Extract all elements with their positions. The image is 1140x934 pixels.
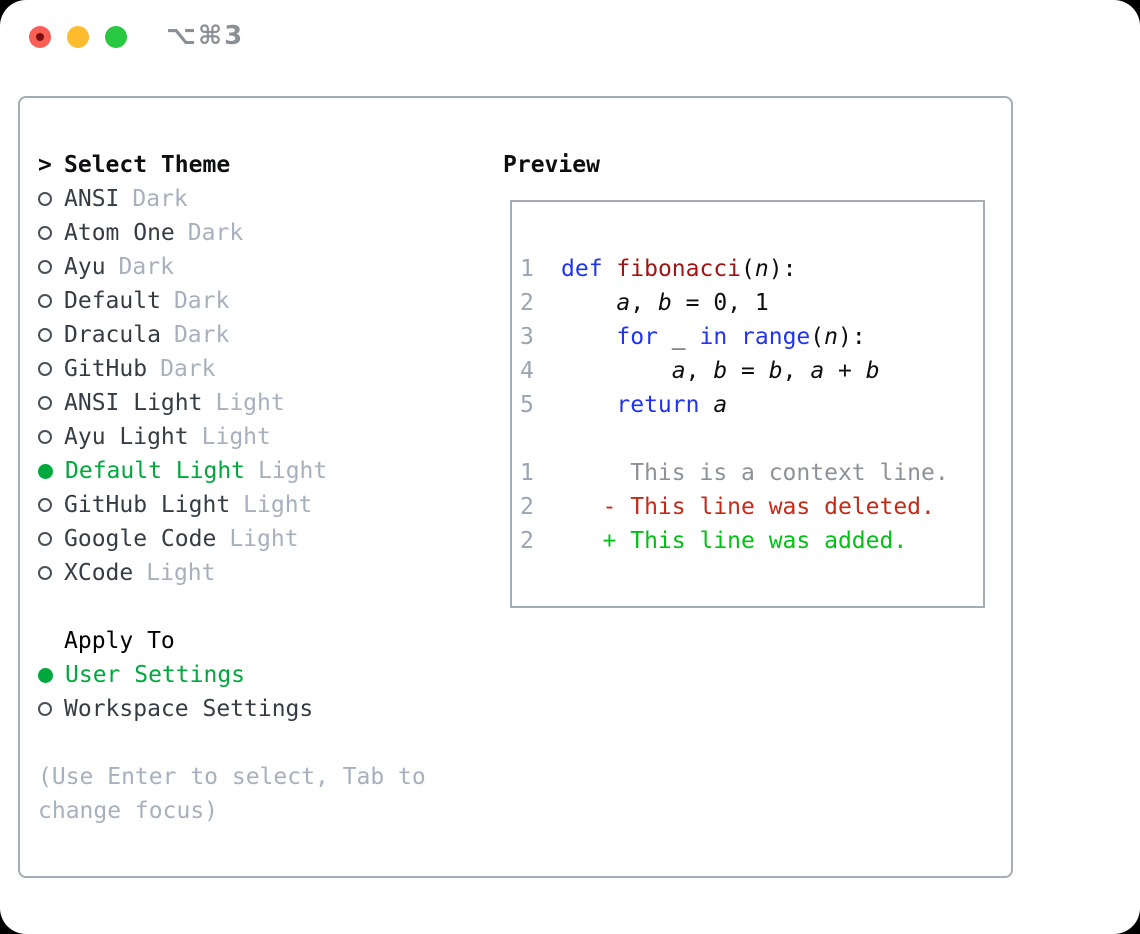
cursor-chevron: > [38,152,52,178]
theme-option-google-code[interactable]: Google Code Light [38,522,478,556]
minimize-button[interactable] [67,26,89,48]
preview-label: Preview [503,152,600,178]
code-line: 5 return a [520,388,983,422]
radio-unselected-icon [38,702,52,716]
radio-unselected-icon [38,226,52,240]
theme-option-dracula[interactable]: Dracula Dark [38,318,478,352]
theme-variant-tag: Light [146,560,216,586]
theme-name: Google Code [64,526,217,552]
radio-unselected-icon [38,566,52,580]
apply-option-name: User Settings [65,662,246,688]
code-line: 3 for _ in range(n): [520,320,983,354]
theme-option-ayu-light[interactable]: Ayu Light Light [38,420,478,454]
code-line: 4 a, b = b, a + b [520,354,983,388]
theme-name: Dracula [64,322,161,348]
theme-name: ANSI [64,186,120,212]
line-number: 1 [520,460,534,486]
radio-unselected-icon [38,532,52,546]
select-theme-title: Select Theme [64,152,231,178]
diff-line-add: 2 + This line was added. [520,524,983,558]
theme-option-atom-one[interactable]: Atom One Dark [38,216,478,250]
diff-line-del: 2 - This line was deleted. [520,490,983,524]
radio-unselected-icon [38,396,52,410]
radio-unselected-icon [38,498,52,512]
theme-variant-tag: Light [215,390,285,416]
diff-line-ctx: 1 This is a context line. [520,456,983,490]
line-number: 1 [520,256,534,282]
theme-option-github[interactable]: GitHub Dark [38,352,478,386]
theme-option-ayu[interactable]: Ayu Dark [38,250,478,284]
theme-option-default-light[interactable]: Default Light Light [38,454,478,488]
theme-name: Ayu [64,254,106,280]
titlebar: ⌥⌘3 [0,0,1140,74]
line-number: 2 [520,528,534,554]
theme-variant-tag: Dark [173,322,230,348]
apply-to-title: Apply To [64,628,175,654]
radio-selected-icon [38,667,53,683]
theme-variant-tag: Light [201,424,271,450]
apply-option-name: Workspace Settings [64,696,314,722]
code-line: 2 a, b = 0, 1 [520,286,983,320]
theme-variant-tag: Dark [160,356,216,382]
radio-unselected-icon [38,192,52,206]
theme-option-ansi[interactable]: ANSI Dark [38,182,478,216]
theme-variant-tag: Dark [118,254,174,280]
theme-option-ansi-light[interactable]: ANSI Light Light [38,386,478,420]
radio-unselected-icon [38,294,52,308]
theme-name: Default Light [65,458,246,484]
close-button[interactable] [29,26,51,48]
line-number: 2 [520,290,534,316]
theme-option-github-light[interactable]: GitHub Light Light [38,488,478,522]
radio-unselected-icon [38,328,52,342]
zoom-button[interactable] [105,26,127,48]
theme-variant-tag: Light [229,526,299,552]
line-number: 3 [520,324,534,350]
radio-selected-icon [38,463,53,479]
line-number: 5 [520,392,534,418]
line-number: 4 [520,358,534,384]
theme-name: ANSI Light [64,390,203,416]
theme-variant-tag: Dark [187,220,244,246]
radio-unselected-icon [38,260,52,274]
help-text: (Use Enter to select, Tab to change focu… [38,764,426,824]
radio-unselected-icon [38,430,52,444]
select-theme-header: > Select Theme [38,148,478,182]
theme-name: XCode [64,560,134,586]
theme-name: Atom One [64,220,175,246]
theme-variant-tag: Dark [132,186,188,212]
radio-unselected-icon [38,362,52,376]
theme-option-default[interactable]: Default Dark [38,284,478,318]
window-title: ⌥⌘3 [166,21,245,51]
theme-variant-tag: Dark [173,288,230,314]
theme-option-xcode[interactable]: XCode Light [38,556,478,590]
theme-variant-tag: Light [243,492,313,518]
theme-name: GitHub [64,356,148,382]
theme-name: Default [64,288,161,314]
theme-name: GitHub Light [64,492,231,518]
theme-name: Ayu Light [64,424,189,450]
unsaved-changes-dot [36,33,44,41]
theme-variant-tag: Light [258,458,328,484]
line-number: 2 [520,494,534,520]
apply-option-workspace-settings[interactable]: Workspace Settings [38,692,478,726]
apply-option-user-settings[interactable]: User Settings [38,658,478,692]
apply-to-header: Apply To [38,624,478,658]
